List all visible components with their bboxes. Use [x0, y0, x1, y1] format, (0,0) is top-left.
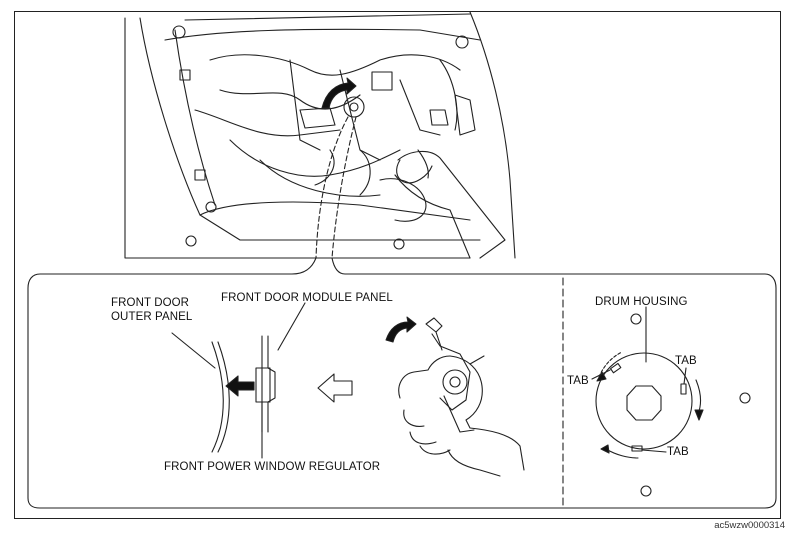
tab-left-label: TAB [567, 375, 589, 387]
outer-panel-line [211, 341, 224, 453]
outer-panel-leader [171, 332, 216, 369]
tab-right-marker [680, 383, 687, 395]
module-panel-label: FRONT DOOR MODULE PANEL [221, 292, 393, 304]
figure-frame [14, 11, 781, 519]
tab-left-leader [591, 369, 611, 380]
tab-bottom-marker [631, 445, 643, 452]
detail-callout-border [27, 257, 777, 509]
module-panel-line [267, 335, 276, 433]
tab-right-leader [683, 367, 687, 385]
drum-housing-label: DRUM HOUSING [595, 296, 688, 308]
tab-bottom-label: TAB [667, 446, 689, 458]
module-panel-leader [277, 302, 306, 351]
outer-panel-label-line1: FRONT DOOR [111, 297, 190, 309]
regulator-block [255, 367, 271, 403]
regulator-label: FRONT POWER WINDOW REGULATOR [164, 461, 381, 473]
drum-housing-circle [595, 352, 693, 450]
hand-with-regulator [385, 316, 525, 477]
drum-center-hole [626, 385, 662, 421]
tab-right-label: TAB [675, 355, 697, 367]
tab-bottom-leader [641, 449, 667, 453]
drum-housing-detail [591, 306, 751, 497]
outer-panel-label-line2: OUTER PANEL [111, 311, 193, 323]
door-interior-view [124, 11, 516, 259]
direction-arrow-outline [317, 373, 353, 403]
tab-left-marker [610, 362, 622, 374]
move-direction-arrow [225, 375, 255, 397]
figure-code: ac5wzw0000314 [714, 520, 785, 531]
